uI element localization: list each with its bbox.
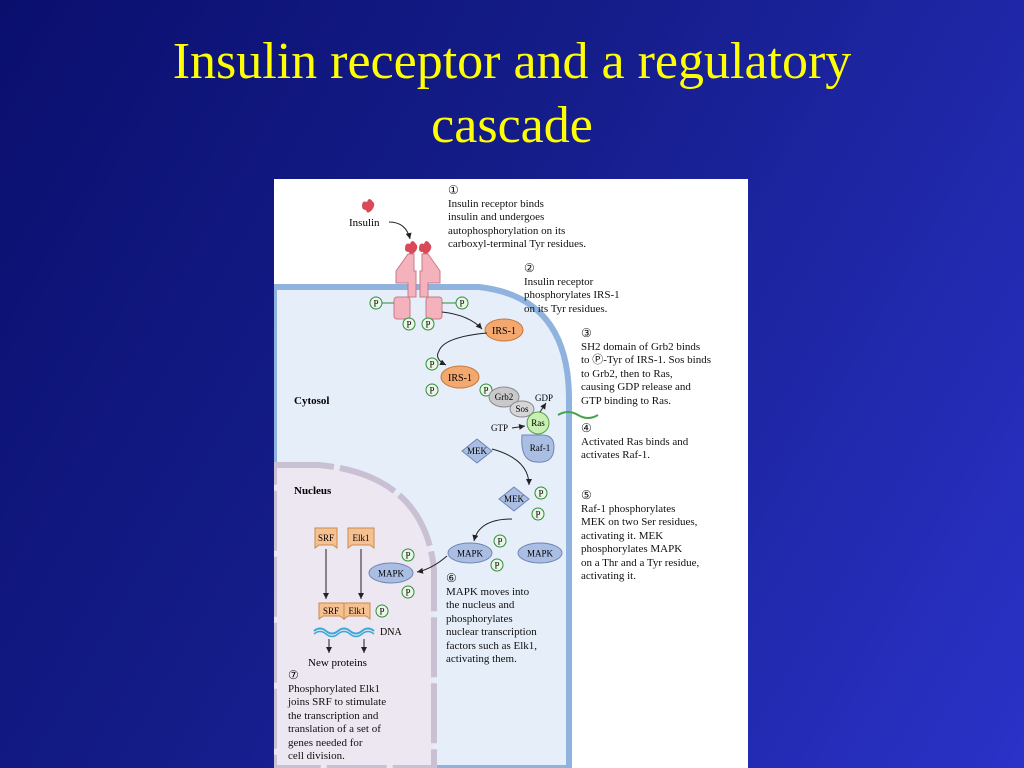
raf1-node: [521, 434, 555, 463]
mek-phosphates: P P: [531, 486, 548, 521]
step-2-annotation: ② Insulin receptor phosphorylates IRS-1 …: [524, 261, 620, 316]
gdp-label: GDP: [535, 393, 553, 403]
svg-text:P: P: [429, 386, 434, 396]
ras-label: Ras: [531, 418, 545, 428]
irs1-node: [484, 318, 524, 342]
nucleus-label: Nucleus: [294, 485, 332, 497]
mapk-phosphates: P P: [490, 534, 507, 572]
irs1-phosphorylated-node: [440, 365, 480, 389]
svg-text:P: P: [497, 537, 502, 547]
svg-text:P: P: [405, 551, 410, 561]
svg-text:P: P: [405, 588, 410, 598]
receptor-phosphates: P P P P: [369, 296, 469, 331]
irs1-phosphorylated-label: IRS-1: [448, 373, 472, 384]
step-3-annotation: ③ SH2 domain of Grb2 binds to Ⓟ-Tyr of I…: [581, 326, 712, 408]
step-text: Insulin receptor binds insulin and under…: [448, 197, 587, 251]
mapk-nuclear-node: [368, 562, 414, 584]
slide-title: Insulin receptor and a regulatory cascad…: [0, 30, 1024, 158]
mek-inactive-label: MEK: [467, 446, 488, 456]
step-5-annotation: ⑤ Raf-1 phosphorylates MEK on two Ser re…: [581, 488, 700, 584]
step-number: ⑥: [446, 571, 457, 585]
elk1-complex-label: Elk1: [349, 606, 366, 616]
elk1-label: Elk1: [353, 533, 370, 543]
step-text: MAPK moves into the nucleus and phosphor…: [446, 585, 538, 666]
step-6-annotation: ⑥ MAPK moves into the nucleus and phosph…: [446, 571, 538, 667]
ras-node: [526, 411, 550, 435]
irs1-phosphates: P P P: [425, 357, 493, 397]
cytosol-label: Cytosol: [294, 395, 329, 407]
step-number: ⑦: [288, 668, 299, 682]
elk1-node: [347, 527, 375, 549]
mapk-active-node: [447, 542, 493, 564]
srf-label: SRF: [318, 533, 334, 543]
step-text: SH2 domain of Grb2 binds to Ⓟ-Tyr of IRS…: [581, 340, 712, 407]
dna-strand: [313, 627, 375, 635]
membrane-anchor: [557, 411, 599, 419]
svg-text:P: P: [494, 561, 499, 571]
mapk-active-label: MAPK: [457, 549, 484, 559]
svg-text:P: P: [429, 360, 434, 370]
sos-label: Sos: [515, 404, 529, 414]
step-number: ⑤: [581, 488, 592, 502]
svg-text:P: P: [379, 607, 384, 617]
step-text: Activated Ras binds and activates Raf-1.: [581, 435, 689, 462]
label-insulin: Insulin: [349, 217, 380, 229]
svg-text:P: P: [535, 510, 540, 520]
insulin-molecule-icon: [362, 199, 375, 213]
mapk-nuclear-phosphates: P P: [401, 548, 415, 599]
step-number: ③: [581, 326, 592, 340]
slide-title-line-1: Insulin receptor and a regulatory: [172, 33, 852, 90]
step-text: Insulin receptor phosphorylates IRS-1 on…: [524, 275, 620, 315]
pathway-diagram: Insulin P P P P IRS-1: [274, 199, 599, 768]
mek-active-label: MEK: [504, 494, 525, 504]
srf-complex-label: SRF: [323, 606, 339, 616]
step-number: ①: [448, 183, 459, 197]
mek-active-node: [498, 486, 530, 512]
srf-node: [314, 527, 338, 549]
step-number: ②: [524, 261, 535, 275]
raf1-label: Raf-1: [530, 443, 551, 453]
pathway-figure: Insulin P P P P IRS-1: [274, 179, 748, 768]
mapk-nuclear-label: MAPK: [378, 569, 405, 579]
insulin-receptor: [393, 241, 443, 320]
step-number: ④: [581, 421, 592, 435]
mek-inactive-node: [461, 438, 493, 464]
step-text: Raf-1 phosphorylates MEK on two Ser resi…: [581, 502, 700, 583]
svg-text:P: P: [538, 489, 543, 499]
phosphate-label: P: [459, 299, 464, 309]
mapk-inactive-label: MAPK: [527, 549, 554, 559]
svg-text:P: P: [483, 386, 488, 396]
elk1-complex-node: [343, 602, 371, 620]
phosphate-label: P: [373, 299, 378, 309]
grb2-label: Grb2: [495, 392, 514, 402]
irs1-label: IRS-1: [492, 326, 516, 337]
step-4-annotation: ④ Activated Ras binds and activates Raf-…: [581, 421, 689, 463]
sos-node: [509, 400, 535, 418]
slide-title-line-2: cascade: [431, 97, 593, 154]
step-7-annotation: ⑦ Phosphorylated Elk1 joins SRF to stimu…: [288, 668, 387, 764]
gtp-label: GTP: [491, 423, 508, 433]
phosphate-label: P: [425, 320, 430, 330]
step-text: Phosphorylated Elk1 joins SRF to stimula…: [288, 682, 387, 763]
step-1-annotation: ① Insulin receptor binds insulin and und…: [448, 183, 587, 252]
new-proteins-label: New proteins: [308, 657, 367, 669]
grb2-node: [488, 386, 520, 408]
dna-label: DNA: [380, 627, 402, 638]
mapk-inactive-node: [517, 542, 563, 564]
elk1-phosphate: [375, 604, 389, 618]
phosphate-label: P: [406, 320, 411, 330]
